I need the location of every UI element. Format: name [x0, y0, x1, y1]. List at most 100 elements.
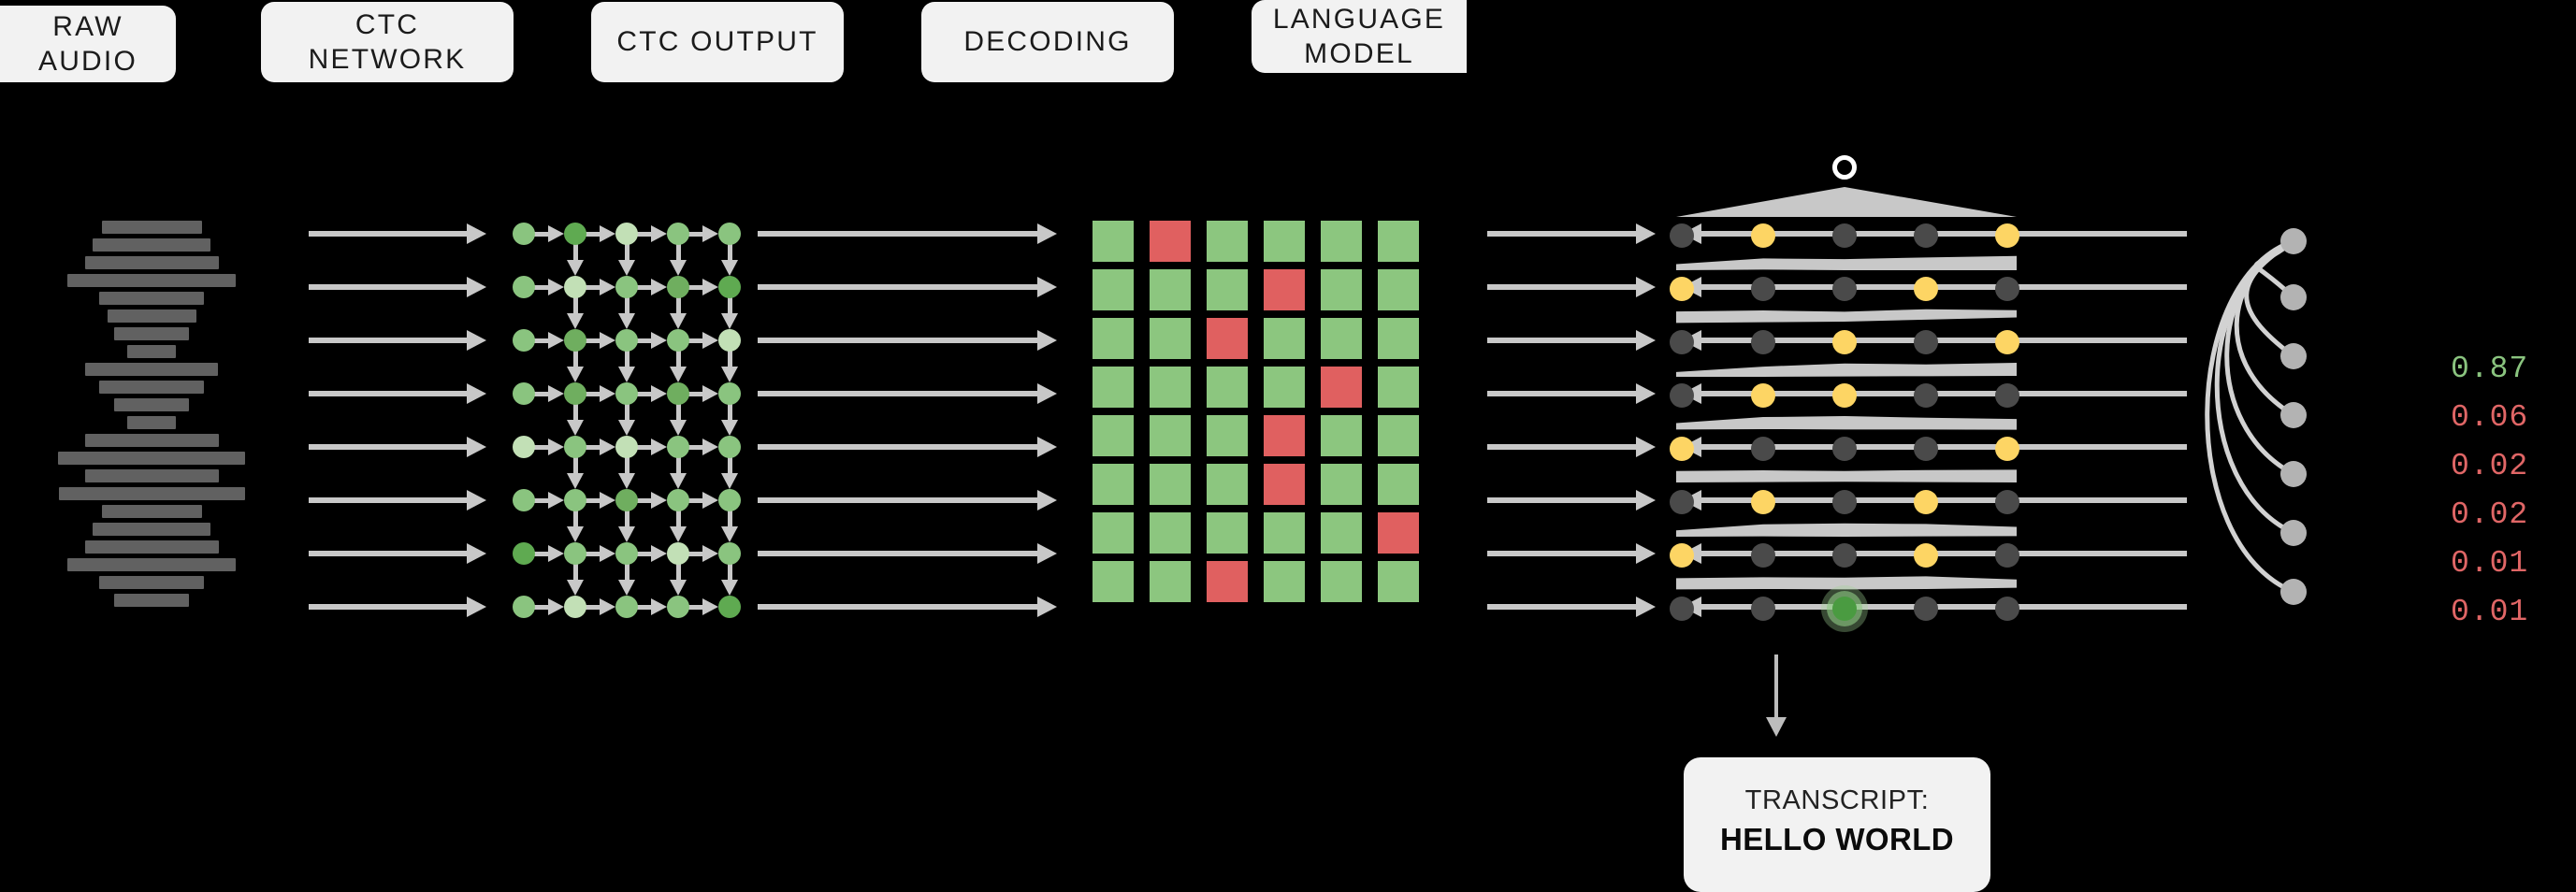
arrow-head-icon — [467, 383, 486, 404]
beam-node-gray — [1832, 490, 1857, 514]
ctc-output-cell-green — [1264, 318, 1305, 359]
ctc-output-cell-green — [1321, 318, 1362, 359]
network-edge-horizontal — [634, 439, 667, 455]
network-node — [513, 489, 535, 511]
ctc-output-cell-red — [1207, 561, 1248, 602]
network-edge-vertical — [567, 456, 584, 489]
network-node — [667, 223, 689, 245]
network-edge-vertical — [670, 403, 687, 436]
network-edge-vertical — [567, 403, 584, 436]
trellis-bands — [1676, 187, 2017, 590]
language-model-graph — [2189, 224, 2329, 636]
beam-node-yellow — [1751, 490, 1775, 514]
network-node — [564, 223, 586, 245]
beam-node-gray — [1914, 383, 1938, 408]
network-edge-horizontal — [634, 385, 667, 402]
ctc-output-cell-red — [1378, 512, 1419, 554]
beam-node-gray — [1670, 383, 1694, 408]
beam-node-gray — [1995, 383, 2019, 408]
language-model-node — [2280, 579, 2307, 605]
network-node — [615, 542, 638, 565]
probability-value: 0.02 — [2451, 496, 2529, 532]
network-node — [667, 542, 689, 565]
ctc-output-cell-green — [1207, 415, 1248, 456]
beam-node-gray — [1670, 490, 1694, 514]
ctc-output-cell-green — [1150, 561, 1191, 602]
network-node — [615, 223, 638, 245]
ctc-output-cell-green — [1207, 269, 1248, 310]
flow-arrow-right — [1487, 490, 1656, 511]
probability-value: 0.87 — [2451, 351, 2529, 386]
beam-node-gray — [1914, 223, 1938, 248]
beam-node-gray — [1832, 277, 1857, 301]
probability-value: 0.01 — [2451, 545, 2529, 581]
transcript-label: TRANSCRIPT: — [1744, 784, 1930, 815]
beam-node-yellow — [1670, 543, 1694, 568]
network-node — [615, 489, 638, 511]
header-decoding-label: DECODING — [963, 26, 1132, 58]
beam-node-gray — [1995, 597, 2019, 621]
header-raw-audio-label: RAW AUDIO — [37, 10, 137, 78]
beam-root-circle-icon — [1832, 155, 1857, 180]
arrow-head-icon — [1037, 437, 1057, 457]
beam-node-gray — [1751, 543, 1775, 568]
ctc-output-cell-red — [1321, 367, 1362, 408]
ctc-output-cell-green — [1207, 512, 1248, 554]
arrow-head-icon — [1636, 437, 1656, 457]
flow-arrow-right — [1487, 223, 1656, 244]
network-edge-vertical — [567, 563, 584, 596]
ctc-output-cell-green — [1150, 367, 1191, 408]
network-node — [564, 382, 586, 405]
flow-arrow-right — [758, 223, 1057, 244]
waveform-bar — [127, 416, 176, 429]
network-edge-horizontal — [686, 598, 718, 615]
network-edge-vertical — [567, 350, 584, 382]
beam-node-gray — [1832, 437, 1857, 461]
network-edge-horizontal — [531, 332, 564, 349]
ctc-output-cell-green — [1264, 512, 1305, 554]
beam-node-yellow — [1751, 383, 1775, 408]
network-node — [718, 596, 741, 618]
ctc-network-grid — [513, 223, 741, 618]
waveform-bar — [85, 434, 219, 447]
beam-node-gray — [1995, 277, 2019, 301]
network-node — [513, 276, 535, 298]
raw-audio-waveform — [0, 221, 299, 608]
flow-arrow-right — [309, 490, 486, 511]
beam-node-gray — [1995, 490, 2019, 514]
network-edge-vertical — [721, 403, 738, 436]
waveform-bar — [99, 576, 204, 589]
transcript-arrow-icon — [1766, 655, 1787, 737]
header-ctc-network: CTC NETWORK — [261, 2, 514, 82]
network-node — [718, 276, 741, 298]
waveform-bar — [108, 309, 196, 323]
network-edge-vertical — [721, 243, 738, 276]
network-edge-horizontal — [686, 332, 718, 349]
network-node — [513, 329, 535, 352]
network-edge-vertical — [618, 510, 635, 542]
network-edge-horizontal — [686, 492, 718, 509]
waveform-bar — [85, 469, 219, 482]
network-node — [667, 276, 689, 298]
flow-arrow-right — [758, 383, 1057, 404]
network-edge-horizontal — [583, 439, 615, 455]
ctc-output-cell-green — [1093, 464, 1134, 505]
flow-arrow-right — [309, 597, 486, 617]
arrow-head-icon — [1636, 383, 1656, 404]
network-edge-horizontal — [531, 225, 564, 242]
waveform-bar — [58, 452, 245, 465]
ctc-output-cell-green — [1321, 464, 1362, 505]
waveform-bar — [127, 345, 176, 358]
waveform-bar — [93, 238, 210, 252]
ctc-output-cell-green — [1321, 221, 1362, 262]
arrow-head-icon — [1037, 330, 1057, 351]
network-node — [615, 436, 638, 458]
ctc-output-cell-red — [1264, 415, 1305, 456]
ctc-output-cell-green — [1378, 561, 1419, 602]
flow-arrow-right — [309, 277, 486, 297]
probability-value: 0.02 — [2451, 448, 2529, 483]
ctc-output-cell-green — [1093, 561, 1134, 602]
network-edge-horizontal — [686, 545, 718, 562]
